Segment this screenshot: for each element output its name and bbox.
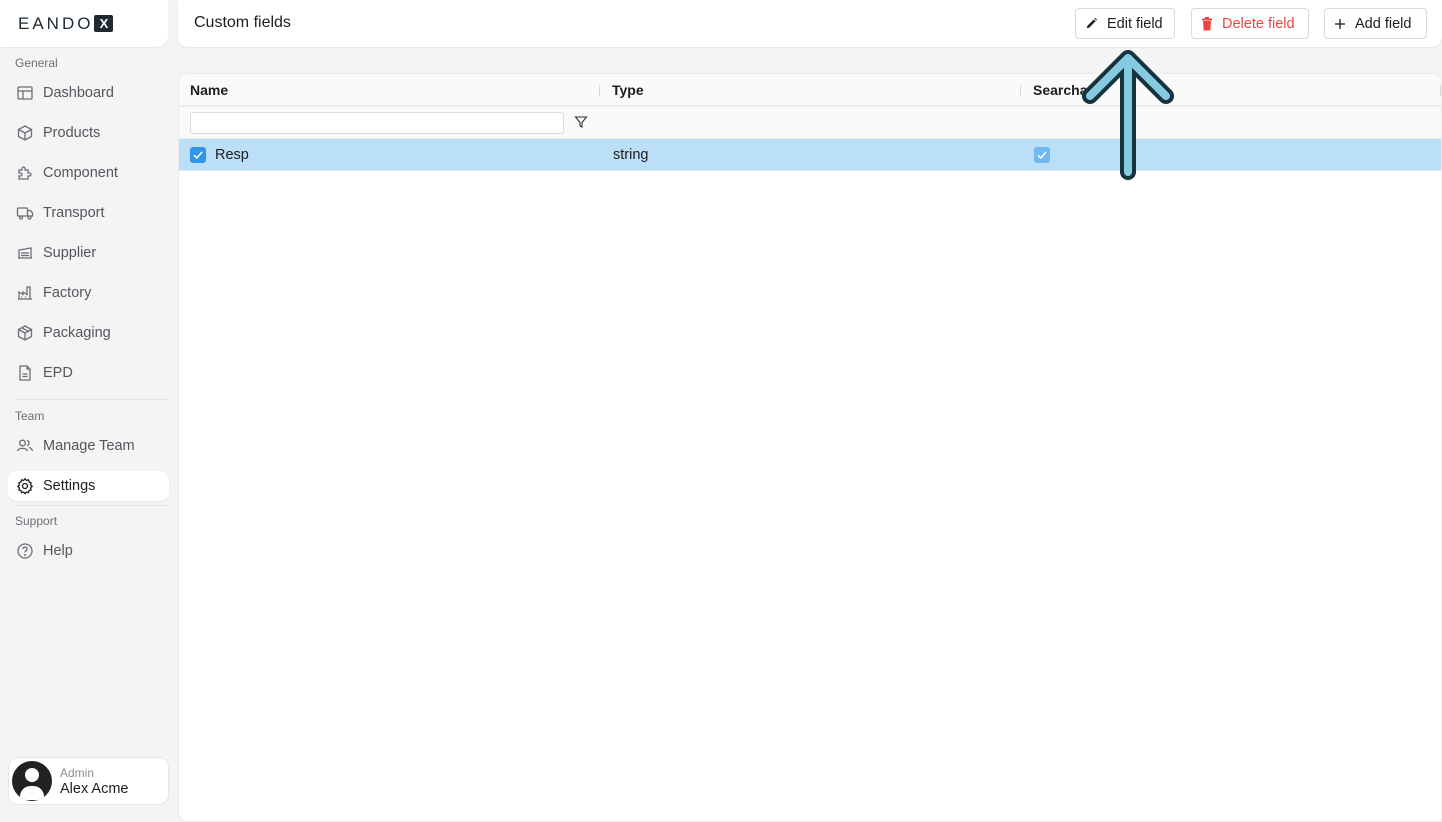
user-name: Alex Acme: [60, 780, 129, 797]
gear-icon: [16, 477, 34, 495]
edit-field-label: Edit field: [1107, 15, 1163, 32]
sidebar-item-label: Transport: [43, 205, 105, 221]
puzzle-icon: [16, 164, 34, 182]
user-profile[interactable]: Admin Alex Acme: [8, 757, 169, 805]
sidebar-item-transport[interactable]: Transport: [8, 198, 169, 228]
cube-icon: [16, 124, 34, 142]
package-icon: [16, 324, 34, 342]
column-resize-handle[interactable]: [599, 85, 600, 96]
row-select-checkbox[interactable]: [190, 147, 206, 163]
sidebar-item-manage-team[interactable]: Manage Team: [8, 431, 169, 461]
avatar: [12, 761, 52, 801]
table-row[interactable]: Resp string: [179, 139, 1441, 171]
name-filter-input[interactable]: [190, 112, 564, 134]
section-label-support: Support: [15, 514, 58, 528]
document-icon: [16, 364, 34, 382]
sidebar-divider: [15, 399, 169, 400]
sidebar-item-supplier[interactable]: Supplier: [8, 238, 169, 268]
section-label-general: General: [15, 56, 58, 70]
dashboard-icon: [16, 84, 34, 102]
sidebar-item-dashboard[interactable]: Dashboard: [8, 78, 169, 108]
warehouse-icon: [16, 244, 34, 262]
sidebar-item-label: Settings: [43, 478, 96, 494]
sidebar-item-component[interactable]: Component: [8, 158, 169, 188]
sidebar-item-label: EPD: [43, 365, 73, 381]
sidebar-item-products[interactable]: Products: [8, 118, 169, 148]
sidebar-item-label: Supplier: [43, 245, 97, 261]
logo[interactable]: EANDO X: [0, 0, 168, 47]
sidebar-item-label: Factory: [43, 285, 92, 301]
sidebar-item-help[interactable]: Help: [8, 536, 169, 566]
users-icon: [16, 437, 34, 455]
column-header-searchable[interactable]: Searcha: [1033, 82, 1088, 98]
sidebar-item-packaging[interactable]: Packaging: [8, 318, 169, 348]
pencil-icon: [1085, 17, 1098, 30]
sidebar: EANDO X General Dashboard Products Compo…: [0, 0, 178, 822]
delete-field-label: Delete field: [1222, 15, 1295, 32]
sidebar-divider: [15, 505, 169, 506]
sidebar-item-label: Dashboard: [43, 85, 114, 101]
column-resize-handle[interactable]: [1020, 85, 1021, 96]
plus-icon: [1334, 18, 1346, 30]
cell-name: Resp: [215, 147, 249, 163]
sidebar-item-settings[interactable]: Settings: [8, 471, 169, 501]
sidebar-item-label: Manage Team: [43, 438, 135, 454]
cell-type: string: [613, 147, 649, 163]
custom-fields-table: Name Type Searcha Resp string: [178, 73, 1442, 822]
column-resize-handle[interactable]: [1440, 85, 1441, 96]
filter-icon[interactable]: [574, 115, 588, 129]
sidebar-item-label: Packaging: [43, 325, 111, 341]
column-header-name[interactable]: Name: [190, 82, 229, 98]
column-header-type[interactable]: Type: [612, 82, 644, 98]
add-field-label: Add field: [1355, 15, 1412, 32]
trash-icon: [1201, 16, 1213, 31]
filter-row: [179, 107, 1441, 139]
logo-mark: X: [94, 15, 114, 32]
sidebar-item-epd[interactable]: EPD: [8, 358, 169, 388]
help-icon: [16, 542, 34, 560]
page-title: Custom fields: [194, 14, 291, 31]
table-header: Name Type Searcha: [179, 74, 1441, 107]
sidebar-item-label: Help: [43, 543, 73, 559]
edit-field-button[interactable]: Edit field: [1075, 8, 1175, 39]
user-role: Admin: [60, 765, 95, 780]
page-header: Custom fields Edit field Delete field Ad…: [178, 0, 1442, 47]
sidebar-item-label: Products: [43, 125, 101, 141]
sidebar-item-factory[interactable]: Factory: [8, 278, 169, 308]
factory-icon: [16, 284, 34, 302]
add-field-button[interactable]: Add field: [1324, 8, 1427, 39]
delete-field-button[interactable]: Delete field: [1191, 8, 1309, 39]
sidebar-item-label: Component: [43, 165, 118, 181]
logo-text: EANDO: [18, 13, 94, 33]
truck-icon: [16, 204, 34, 222]
searchable-checkbox[interactable]: [1034, 147, 1050, 163]
section-label-team: Team: [15, 409, 45, 423]
